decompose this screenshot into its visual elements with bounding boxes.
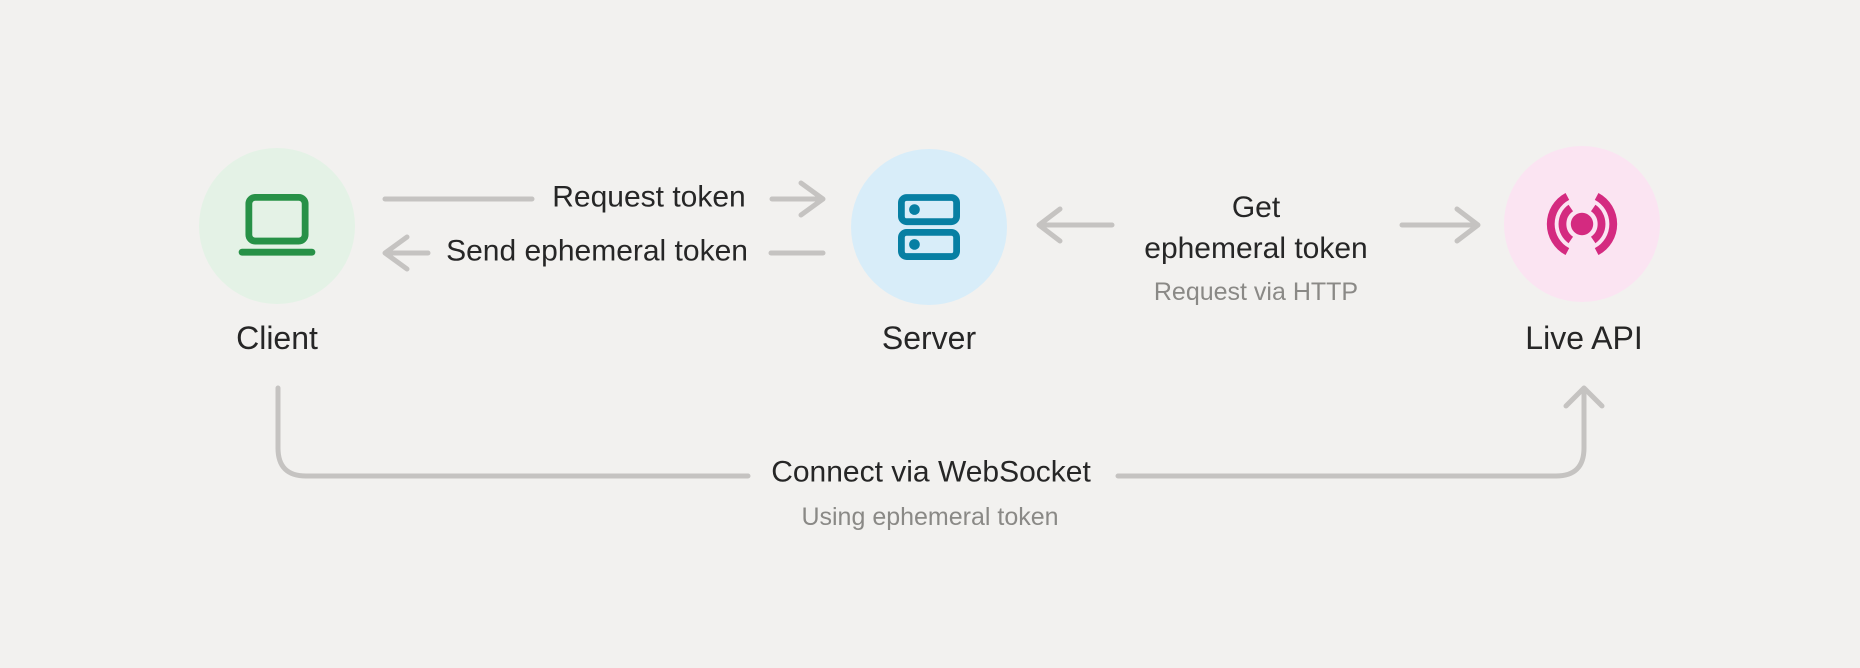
live-api-label: Live API — [1525, 320, 1643, 356]
websocket-label: Connect via WebSocket — [771, 455, 1091, 489]
websocket-sublabel: Using ephemeral token — [801, 503, 1059, 531]
get-token-arrow-left — [1036, 206, 1115, 244]
server-node — [851, 149, 1007, 305]
send-token-arrow — [382, 234, 826, 272]
get-token-label: Get ephemeral token — [1144, 187, 1367, 269]
client-node — [199, 148, 355, 304]
get-token-arrow-right — [1399, 206, 1481, 244]
broadcast-icon — [1546, 192, 1618, 256]
get-token-label-line1: Get — [1231, 191, 1281, 224]
server-rack-icon — [898, 194, 960, 260]
server-label: Server — [881, 320, 977, 356]
live-api-node — [1504, 146, 1660, 302]
websocket-path — [275, 385, 1605, 479]
client-label: Client — [236, 320, 318, 356]
get-token-label-line2: ephemeral token — [1144, 232, 1368, 265]
get-token-sublabel: Request via HTTP — [1153, 278, 1359, 306]
laptop-icon — [238, 193, 316, 256]
request-token-label: Request token — [552, 180, 746, 214]
send-token-label: Send ephemeral token — [446, 234, 748, 268]
request-token-arrow — [382, 180, 826, 218]
